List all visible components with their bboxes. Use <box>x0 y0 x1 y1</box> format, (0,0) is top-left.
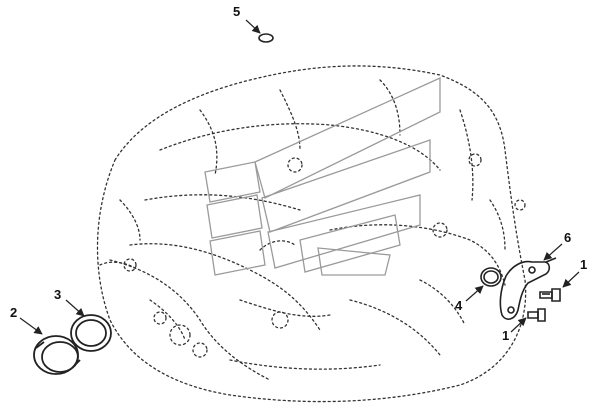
leader-3 <box>65 299 85 317</box>
callout-5: 5 <box>233 4 241 19</box>
leader-4 <box>465 285 484 302</box>
leader-1-upper <box>562 271 580 288</box>
callout-3: 3 <box>54 287 62 302</box>
leader-1-lower <box>510 317 527 333</box>
callout-2: 2 <box>10 305 18 320</box>
engine-housing-drawing <box>96 65 527 403</box>
part-3-o-ring <box>70 314 112 352</box>
part-1-bolt-lower <box>527 308 546 322</box>
callout-1-upper: 1 <box>580 257 588 272</box>
chevron-logo-watermark-icon <box>204 76 441 276</box>
part-6-bracket <box>499 257 557 320</box>
callout-6: 6 <box>564 230 572 245</box>
leader-2 <box>19 317 43 335</box>
part-1-bolt-upper <box>539 288 561 302</box>
part-4-small-o-ring <box>480 267 502 287</box>
callout-4: 4 <box>455 298 463 313</box>
leader-6 <box>543 243 563 261</box>
part-5-seal-ring <box>258 33 274 43</box>
callout-1-lower: 1 <box>502 328 510 343</box>
leader-5 <box>245 19 261 34</box>
part-2-large-seal <box>33 335 81 375</box>
